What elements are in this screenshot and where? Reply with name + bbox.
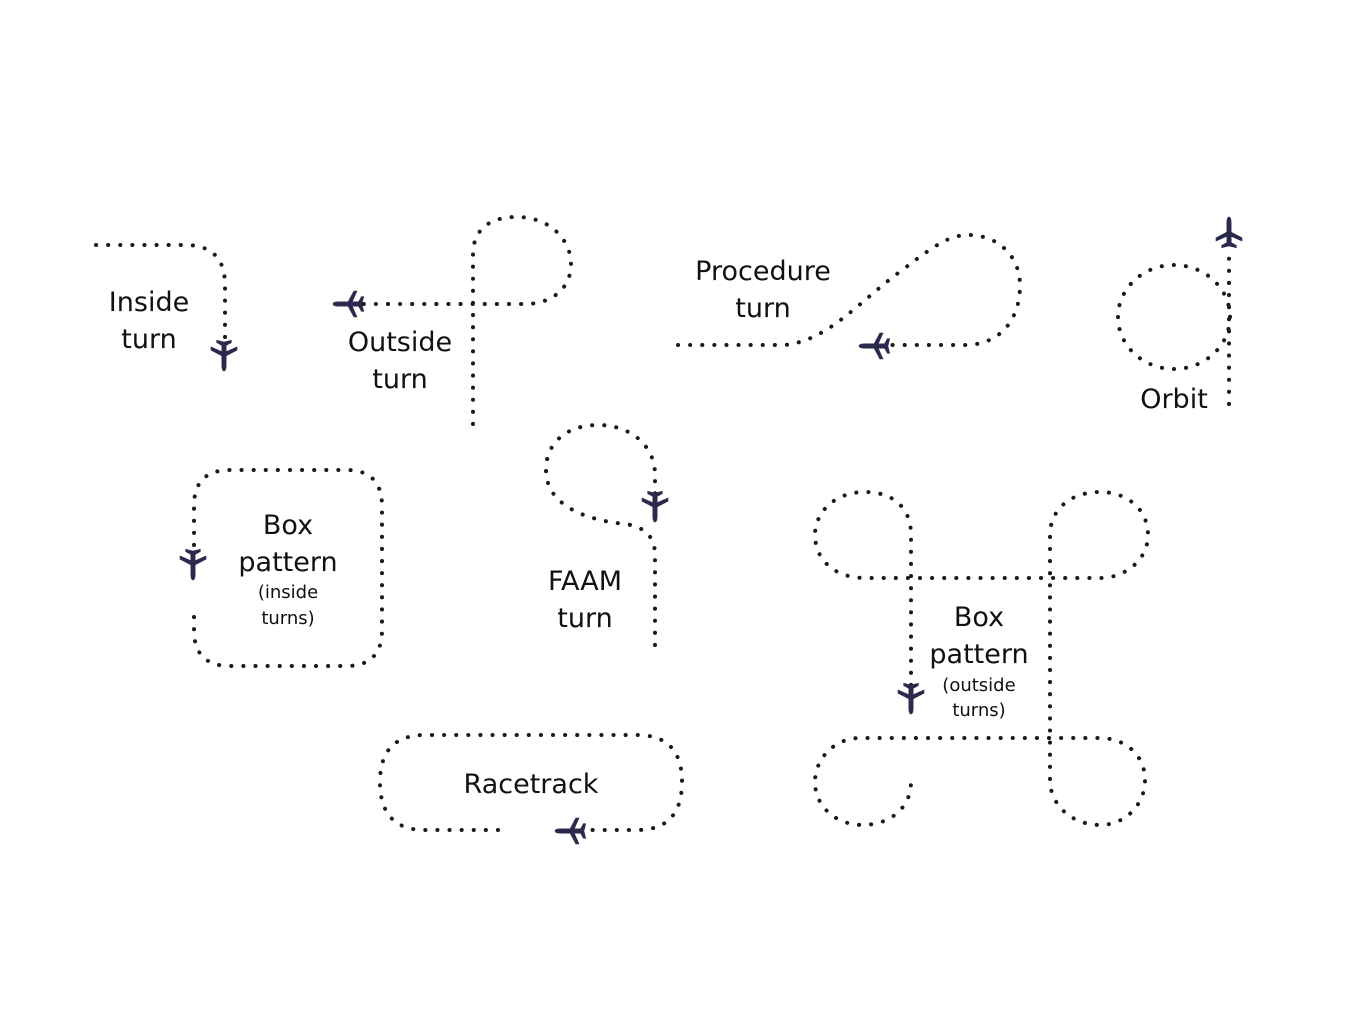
- procedure-turn-track: [676, 232, 1023, 347]
- box-inside-label-line3: (inside: [258, 582, 318, 603]
- faam-turn-label-line1: FAAM: [548, 566, 622, 597]
- racetrack-track: [377, 733, 685, 832]
- racetrack-pattern: Racetrack: [377, 733, 685, 845]
- airplane-icon: [332, 290, 365, 318]
- box-outside-label-line1: Box: [954, 602, 1004, 633]
- airplane-icon: [641, 490, 669, 523]
- procedure-turn-label-line1: Procedure: [695, 256, 831, 287]
- faam-turn-pattern: FAAM turn: [543, 422, 669, 647]
- outside-turn-pattern: Outside turn: [332, 214, 574, 426]
- box-inside-label-line4: turns): [261, 608, 314, 629]
- box-outside-label-line2: pattern: [929, 639, 1028, 670]
- box-outside-label-line3: (outside: [942, 675, 1015, 696]
- orbit-circle-track: [1116, 263, 1232, 371]
- procedure-turn-label-line2: turn: [735, 293, 790, 324]
- airplane-icon: [858, 332, 891, 360]
- airplane-icon: [179, 548, 207, 581]
- outside-turn-label-line2: turn: [372, 364, 427, 395]
- box-inside-pattern: Box pattern (inside turns): [179, 468, 384, 668]
- orbit-pattern: Orbit: [1116, 216, 1243, 415]
- box-inside-label-line1: Box: [263, 510, 313, 541]
- inside-turn-label-line1: Inside: [109, 287, 189, 318]
- airplane-icon: [210, 339, 238, 372]
- box-outside-label-line4: turns): [952, 700, 1005, 721]
- outside-turn-track: [360, 214, 574, 426]
- airplane-icon: [897, 682, 925, 715]
- inside-turn-pattern: Inside turn: [94, 243, 238, 372]
- orbit-label: Orbit: [1140, 384, 1208, 415]
- inside-turn-label-line2: turn: [121, 324, 176, 355]
- faam-turn-track: [543, 422, 657, 647]
- airplane-icon: [1215, 216, 1243, 249]
- racetrack-label: Racetrack: [464, 769, 599, 800]
- outside-turn-label-line1: Outside: [348, 327, 452, 358]
- box-inside-label-line2: pattern: [238, 547, 337, 578]
- box-outside-pattern: Box pattern (outside turns): [812, 489, 1151, 828]
- airplane-icon: [554, 817, 587, 845]
- procedure-turn-pattern: Procedure turn: [676, 232, 1023, 360]
- inside-turn-track: [94, 243, 227, 347]
- faam-turn-label-line2: turn: [557, 603, 612, 634]
